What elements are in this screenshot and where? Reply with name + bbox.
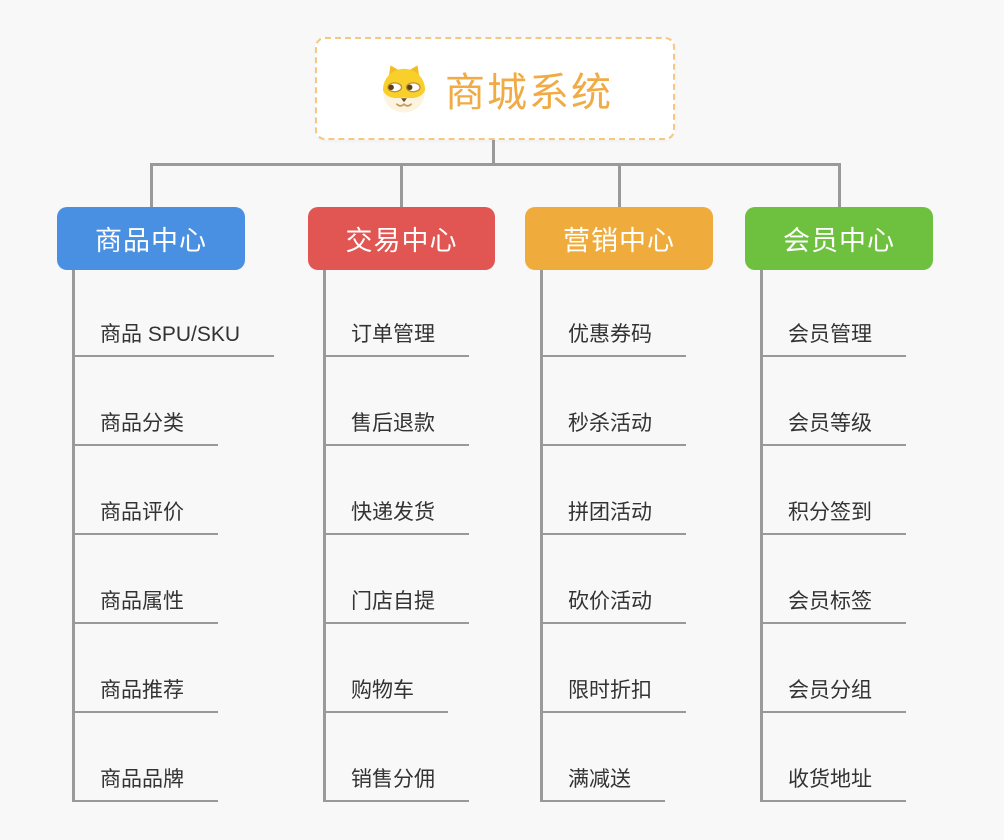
connector-trunk — [72, 270, 75, 802]
child-topic[interactable]: 积分签到 — [760, 495, 906, 535]
child-topic[interactable]: 满减送 — [540, 762, 665, 802]
root-topic-label: 商城系统 — [445, 70, 613, 115]
child-topic[interactable]: 砍价活动 — [540, 584, 686, 624]
child-topic[interactable]: 拼团活动 — [540, 495, 686, 535]
dog-face-icon — [382, 64, 426, 113]
child-topic[interactable]: 会员等级 — [760, 406, 906, 446]
connector-branch-drop — [400, 163, 403, 207]
connector-trunk — [323, 270, 326, 802]
child-topic[interactable]: 商品推荐 — [72, 673, 218, 713]
root-topic[interactable]: 商城系统 — [315, 37, 675, 140]
child-topic[interactable]: 秒杀活动 — [540, 406, 686, 446]
branch-topic[interactable]: 商品中心 — [57, 207, 245, 270]
connector-trunk — [540, 270, 543, 802]
child-topic[interactable]: 优惠券码 — [540, 317, 686, 357]
connector-root-drop — [492, 140, 495, 164]
connector-trunk — [760, 270, 763, 802]
connector-branch-drop — [617, 163, 621, 207]
connector-rail — [150, 163, 840, 166]
child-topic[interactable]: 会员标签 — [760, 584, 906, 624]
child-topic[interactable]: 商品 SPU/SKU — [72, 317, 275, 357]
branch-topic[interactable]: 营销中心 — [525, 207, 713, 270]
child-topic[interactable]: 售后退款 — [323, 406, 469, 446]
child-topic[interactable]: 收货地址 — [760, 762, 906, 802]
branch-topic[interactable]: 会员中心 — [745, 207, 933, 270]
child-topic[interactable]: 门店自提 — [323, 584, 469, 624]
child-topic[interactable]: 会员分组 — [760, 673, 906, 713]
child-topic[interactable]: 商品属性 — [72, 584, 218, 624]
child-topic[interactable]: 购物车 — [323, 673, 448, 713]
connector-branch-drop — [149, 163, 153, 207]
child-topic[interactable]: 商品品牌 — [72, 762, 218, 802]
child-topic[interactable]: 会员管理 — [760, 317, 906, 357]
child-topic[interactable]: 快递发货 — [323, 495, 469, 535]
child-topic[interactable]: 限时折扣 — [540, 673, 686, 713]
connector-branch-drop — [837, 163, 841, 207]
child-topic[interactable]: 订单管理 — [323, 317, 469, 357]
child-topic[interactable]: 商品分类 — [72, 406, 218, 446]
branch-topic[interactable]: 交易中心 — [308, 207, 495, 270]
child-topic[interactable]: 商品评价 — [72, 495, 218, 535]
child-topic[interactable]: 销售分佣 — [323, 762, 469, 802]
